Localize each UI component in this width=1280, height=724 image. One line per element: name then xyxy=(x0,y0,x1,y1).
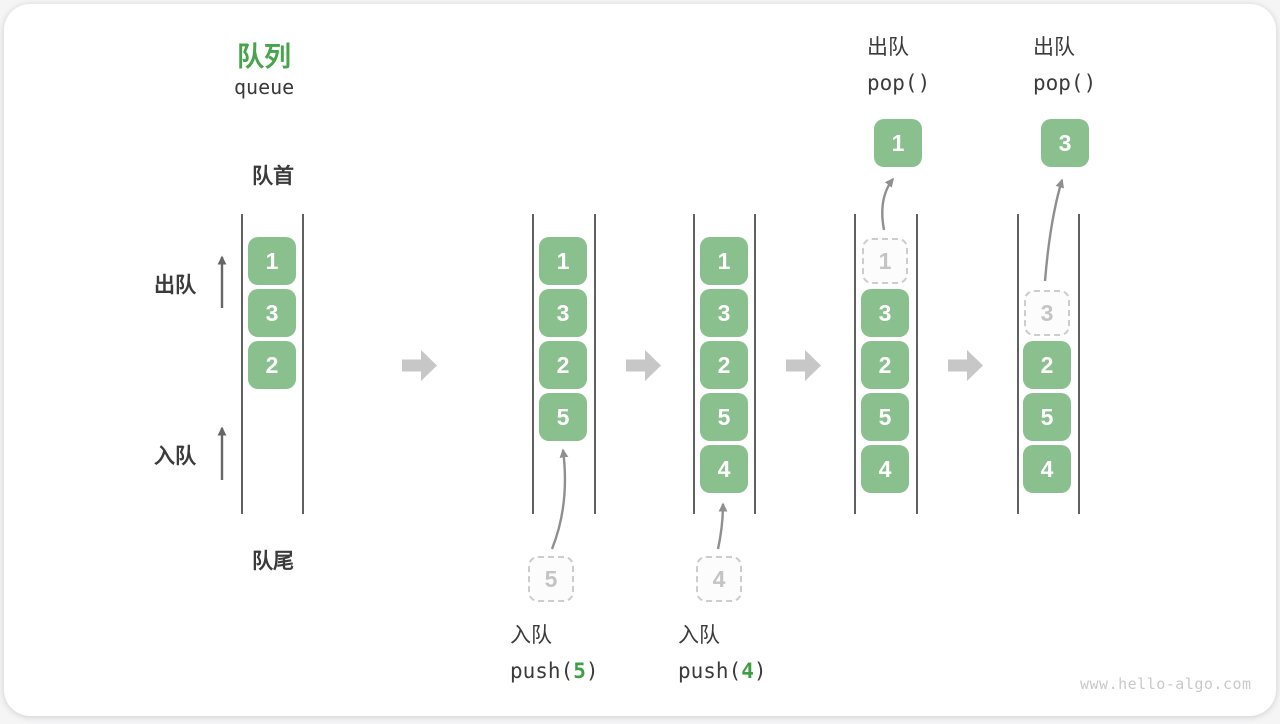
diagram-title: 队列 xyxy=(237,42,291,72)
queue-cell: 3 xyxy=(700,289,748,337)
stage4-left-rail xyxy=(854,214,856,514)
push5-arrow xyxy=(550,448,569,550)
incoming-cell-ghost: 4 xyxy=(696,556,742,602)
queue-cell: 3 xyxy=(861,289,909,337)
stage3-left-rail xyxy=(693,214,695,514)
queue-cell: 4 xyxy=(700,445,748,493)
queue-cell: 1 xyxy=(248,237,296,285)
pop3-zh-label: 出队 xyxy=(1033,36,1075,59)
queue-cell: 1 xyxy=(700,237,748,285)
pop1-op-label: 出队 pop() xyxy=(867,37,930,94)
push5-code-fn: push( xyxy=(510,659,574,683)
pop1-arrow xyxy=(881,177,894,231)
diagram-subtitle: queue xyxy=(234,75,295,99)
push4-arrow xyxy=(716,502,728,550)
stage4-right-rail xyxy=(916,214,918,514)
diagram-canvas: 队列 queue 队首 队尾 出队 入队 xyxy=(4,4,1276,716)
dequeued-cell-ghost: 3 xyxy=(1024,290,1070,336)
stage5-left-rail xyxy=(1017,214,1019,514)
queue-front-label: 队首 xyxy=(252,165,294,188)
stage-flow-arrow-3 xyxy=(786,350,821,381)
push5-code-arg: 5 xyxy=(573,659,586,683)
queue-rear-label: 队尾 xyxy=(252,550,294,573)
queue-cell: 5 xyxy=(700,393,748,441)
push4-zh-label: 入队 xyxy=(678,624,720,647)
queue-cell: 1 xyxy=(539,237,587,285)
popped-cell: 1 xyxy=(874,119,922,167)
queue-cell: 2 xyxy=(248,341,296,389)
pop3-op-label: 出队 pop() xyxy=(1033,37,1096,94)
push4-code-close: ) xyxy=(753,659,767,683)
queue-cell: 2 xyxy=(861,341,909,389)
queue-cell: 3 xyxy=(248,289,296,337)
stage1-left-rail xyxy=(241,214,243,514)
push4-code: push(4) xyxy=(678,661,767,682)
dequeued-cell-ghost: 1 xyxy=(862,238,908,284)
stage-flow-arrow-2 xyxy=(626,350,661,381)
stage-flow-arrow-4 xyxy=(948,350,983,381)
stage1-right-rail xyxy=(302,214,304,514)
queue-cell: 5 xyxy=(1023,393,1071,441)
stage5-right-rail xyxy=(1078,214,1080,514)
pop3-arrow xyxy=(1043,178,1065,282)
stage-flow-arrow-1 xyxy=(402,350,437,381)
queue-cell: 4 xyxy=(1023,445,1071,493)
queue-cell: 2 xyxy=(700,341,748,389)
queue-cell: 3 xyxy=(539,289,587,337)
arrows-layer xyxy=(217,177,1065,550)
push5-zh-label: 入队 xyxy=(510,624,552,647)
queue-cell: 2 xyxy=(1023,341,1071,389)
pop1-zh-label: 出队 xyxy=(867,36,909,59)
popped-cell: 3 xyxy=(1041,119,1089,167)
push4-op-label: 入队 push(4) xyxy=(678,625,767,682)
push4-code-fn: push( xyxy=(678,659,742,683)
stage2-right-rail xyxy=(594,214,596,514)
queue-cell: 5 xyxy=(539,393,587,441)
pop3-code: pop() xyxy=(1033,71,1097,95)
stage3-right-rail xyxy=(754,214,756,514)
incoming-cell-ghost: 5 xyxy=(528,556,574,602)
queue-cell: 5 xyxy=(861,393,909,441)
stage2-left-rail xyxy=(532,214,534,514)
enqueue-direction-label: 入队 xyxy=(154,445,196,468)
push5-op-label: 入队 push(5) xyxy=(510,625,599,682)
watermark: www.hello-algo.com xyxy=(1080,675,1252,693)
push5-code-close: ) xyxy=(585,659,599,683)
push4-code-arg: 4 xyxy=(741,659,754,683)
push5-code: push(5) xyxy=(510,661,599,682)
queue-cell: 2 xyxy=(539,341,587,389)
dequeue-direction-label: 出队 xyxy=(154,274,196,297)
pop1-code: pop() xyxy=(867,71,931,95)
queue-cell: 4 xyxy=(861,445,909,493)
